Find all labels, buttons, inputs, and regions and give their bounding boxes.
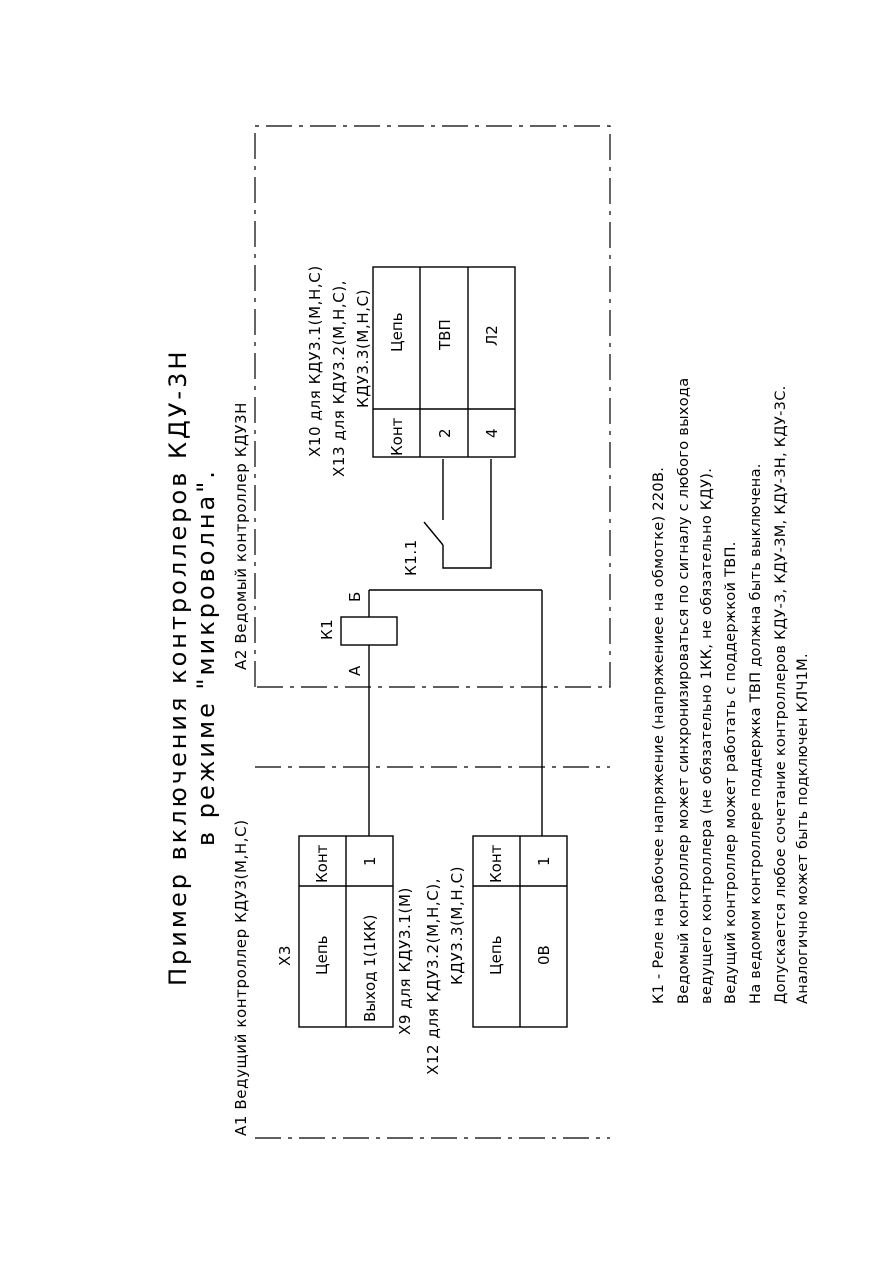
master-connector-table-output bbox=[298, 835, 394, 1028]
x10-note-line1: X10 для КДУ3.1(М,Н,С) bbox=[306, 265, 324, 457]
table-head-contact: Конт bbox=[313, 844, 331, 883]
note-line: Допускается любое сочетание контроллеров… bbox=[773, 385, 789, 1004]
x9-note-line1: X9 для КДУ3.1(М) bbox=[396, 887, 414, 1035]
page-title-line1: Пример включения контроллеров КДУ-3Н bbox=[164, 349, 192, 986]
table-cell-output: Выход 1(1КК) bbox=[361, 915, 379, 1022]
x9-note-line2: X12 для КДУ3.2(М,Н,С), bbox=[424, 878, 442, 1075]
table-cell-zero: 0В bbox=[535, 945, 553, 965]
page-title-line2: в режиме "микроволна". bbox=[192, 468, 220, 846]
table-cell-contact: 1 bbox=[361, 856, 379, 866]
table-cell-contact: 1 bbox=[535, 856, 553, 866]
note-line: На ведомом контроллере поддержка ТВП дол… bbox=[748, 463, 764, 1004]
connector-x3-label: X3 bbox=[276, 945, 294, 966]
slave-connector-table bbox=[372, 266, 516, 458]
contact-k1-1-label: К1.1 bbox=[402, 539, 420, 576]
note-line: ведущего контроллера (не обязательно 1КК… bbox=[699, 468, 715, 1004]
table-cell-circuit: ТВП bbox=[436, 319, 454, 351]
note-line: Аналогично может быть подключен КЛЧ1М. bbox=[795, 653, 811, 1004]
x9-note-line3: КДУ3.3(М,Н,С) bbox=[448, 866, 466, 985]
table-head-circuit: Цепь bbox=[388, 312, 406, 352]
relay-k1-label: К1 bbox=[318, 619, 336, 640]
master-controller-label: А1 Ведущий контроллер КДУ3(М,Н,С) bbox=[232, 819, 250, 1136]
relay-terminal-a: А bbox=[346, 665, 364, 676]
note-line: К1 - Реле на рабочее напряжение (напряже… bbox=[651, 467, 667, 1004]
table-head-contact: Конт bbox=[487, 844, 505, 883]
table-head-circuit: Цепь bbox=[487, 935, 505, 975]
table-cell-contact: 4 bbox=[483, 428, 501, 438]
table-head-circuit: Цепь bbox=[313, 935, 331, 975]
note-line: Ведомый контроллер может синхронизироват… bbox=[676, 378, 692, 1004]
note-line: Ведущий контроллер может работать с подд… bbox=[723, 541, 739, 1004]
x10-note-line2: X13 для КДУ3.2(М,Н,С), bbox=[330, 280, 348, 477]
table-head-contact: Конт bbox=[388, 417, 406, 456]
x10-note-line3: КДУ3.3(М,Н,С) bbox=[354, 289, 372, 408]
contact-k1-1-switch bbox=[423, 521, 444, 546]
wires bbox=[368, 459, 543, 836]
relay-k1-coil bbox=[340, 616, 398, 646]
slave-controller-label: А2 Ведомый контроллер КДУ3Н bbox=[232, 402, 250, 670]
table-cell-circuit: Л2 bbox=[483, 325, 501, 346]
master-controller-boundary bbox=[255, 766, 610, 1139]
slave-controller-boundary bbox=[254, 125, 611, 688]
table-cell-contact: 2 bbox=[436, 428, 454, 438]
master-connector-table-zero bbox=[472, 835, 568, 1028]
relay-terminal-b: Б bbox=[346, 591, 364, 602]
